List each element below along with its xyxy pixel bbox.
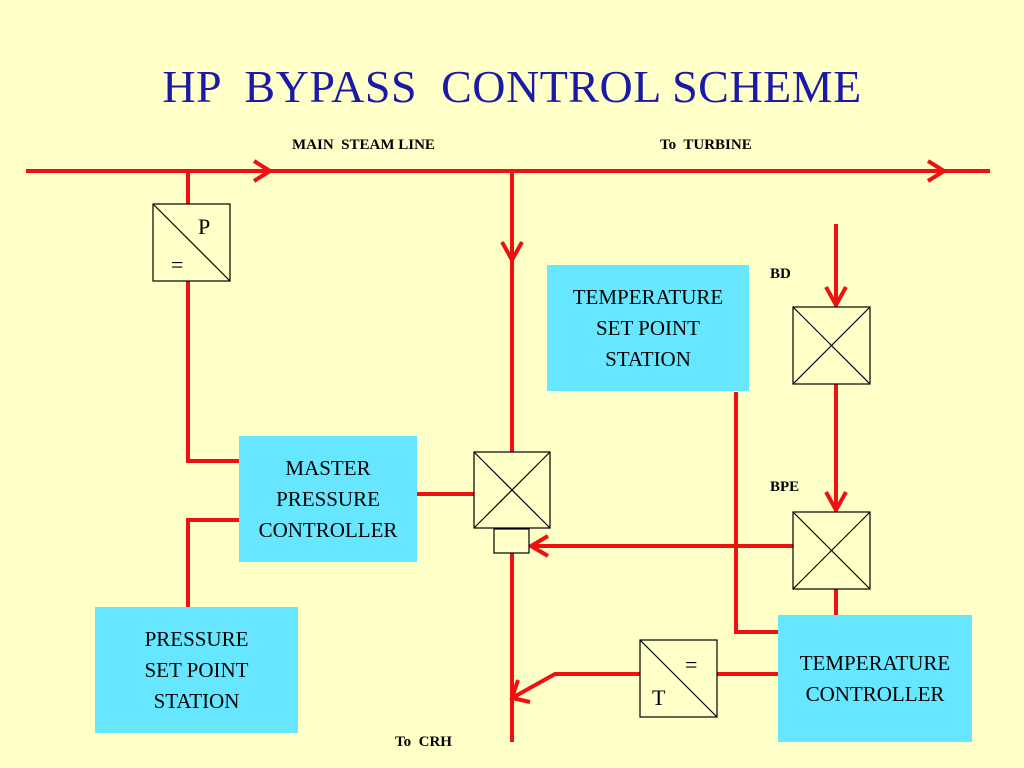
main-line-arrow-1	[252, 159, 274, 183]
box-line: TEMPERATURE	[572, 284, 724, 309]
box-line: STATION	[153, 688, 240, 713]
bpe-arrow	[824, 491, 848, 515]
bpe-label: BPE	[770, 479, 800, 495]
hp-bypass-valve	[473, 451, 551, 554]
box-line: TEMPERATURE	[799, 650, 951, 675]
box-line: SET POINT	[595, 315, 701, 340]
pressure-transducer-p: P	[198, 214, 211, 239]
pressure-transducer	[152, 203, 231, 282]
to-turbine-label: To TURBINE	[660, 137, 752, 153]
pressure-set-point-station: PRESSURE SET POINT STATION	[95, 607, 298, 733]
pressure-setpoint-line	[186, 518, 239, 607]
to-crh-label: To CRH	[395, 734, 452, 750]
box-line: CONTROLLER	[805, 681, 945, 706]
temperature-transducer	[639, 639, 718, 718]
main-steam-line-label: MAIN STEAM LINE	[292, 137, 435, 153]
bpe-valve	[792, 511, 871, 590]
box-line: CONTROLLER	[258, 517, 398, 542]
pressure-transducer-equals: =	[171, 252, 184, 277]
box-line: PRESSURE	[144, 626, 249, 651]
actuator-arrow	[527, 534, 550, 558]
bd-label: BD	[770, 266, 791, 282]
pressure-signal-line	[186, 281, 239, 463]
temp-sensor-arrow	[509, 679, 531, 704]
temp-sensor-line	[511, 672, 640, 700]
main-line-arrow-2	[926, 159, 948, 183]
bd-valve	[792, 306, 871, 385]
temperature-controller: TEMPERATURE CONTROLLER	[778, 615, 972, 742]
box-line: STATION	[605, 346, 691, 371]
box-line: PRESSURE	[276, 486, 380, 511]
box-line: MASTER	[285, 455, 371, 480]
temperature-transducer-t: T	[652, 685, 666, 710]
master-pressure-controller: MASTER PRESSURE CONTROLLER	[239, 436, 417, 562]
box-line: SET POINT	[144, 657, 249, 682]
bypass-arrow	[500, 241, 524, 265]
temperature-transducer-equals: =	[685, 652, 698, 677]
bd-arrow	[824, 286, 848, 310]
temp-setpoint-line	[734, 392, 778, 634]
page-title: HP BYPASS CONTROL SCHEME	[162, 61, 862, 112]
temperature-set-point-station: TEMPERATURE SET POINT STATION	[547, 265, 749, 391]
